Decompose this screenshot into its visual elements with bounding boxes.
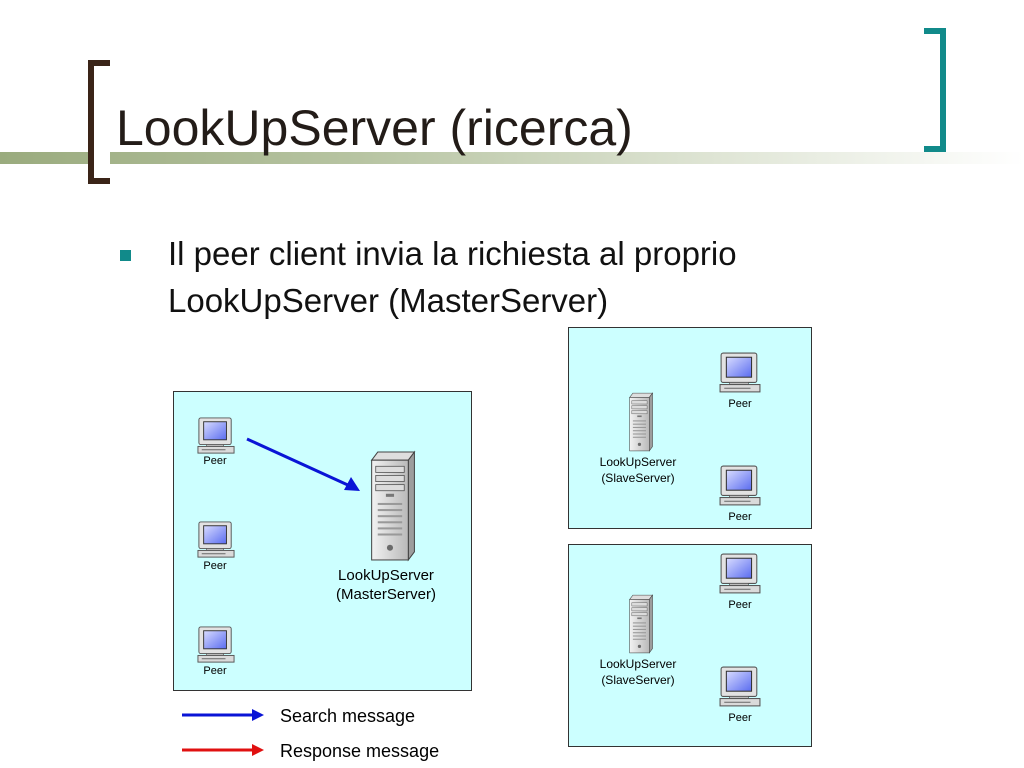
- bullet-text: Il peer client invia la richiesta al pro…: [168, 235, 737, 319]
- slave-server-tower-icon: [625, 594, 655, 654]
- peer-label: Peer: [728, 599, 752, 611]
- slave-server-panel-1: [568, 327, 812, 529]
- bullet-square-icon: [120, 250, 131, 261]
- slave-server-label: LookUpServer (SlaveServer): [599, 455, 677, 485]
- peer-label: Peer: [203, 455, 227, 467]
- peer-label: Peer: [203, 560, 227, 572]
- master-server-label: LookUpServer (MasterServer): [335, 567, 436, 603]
- peer-label: Peer: [728, 511, 752, 523]
- peer-computer-icon: [719, 666, 761, 708]
- legend-search-label: Search message: [280, 706, 416, 726]
- legend-response-arrow-icon: [182, 744, 264, 756]
- title-underline-band: [0, 152, 1024, 164]
- peer-label: Peer: [203, 665, 227, 677]
- legend-response-label: Response message: [280, 741, 440, 761]
- right-bracket-decoration: [924, 28, 946, 152]
- legend-search-arrow-icon: [182, 709, 264, 721]
- peer-label: Peer: [728, 398, 752, 410]
- peer-label: Peer: [728, 712, 752, 724]
- slave-server-tower-icon: [625, 392, 655, 452]
- slide-title: LookUpServer (ricerca): [116, 100, 633, 156]
- peer-computer-icon: [719, 352, 761, 394]
- slave-server-label: LookUpServer (SlaveServer): [599, 657, 677, 687]
- peer-computer-icon: [719, 465, 761, 507]
- peer-computer-icon: [719, 553, 761, 595]
- left-bracket-decoration: [88, 60, 110, 184]
- slave-server-panel-2: [568, 544, 812, 747]
